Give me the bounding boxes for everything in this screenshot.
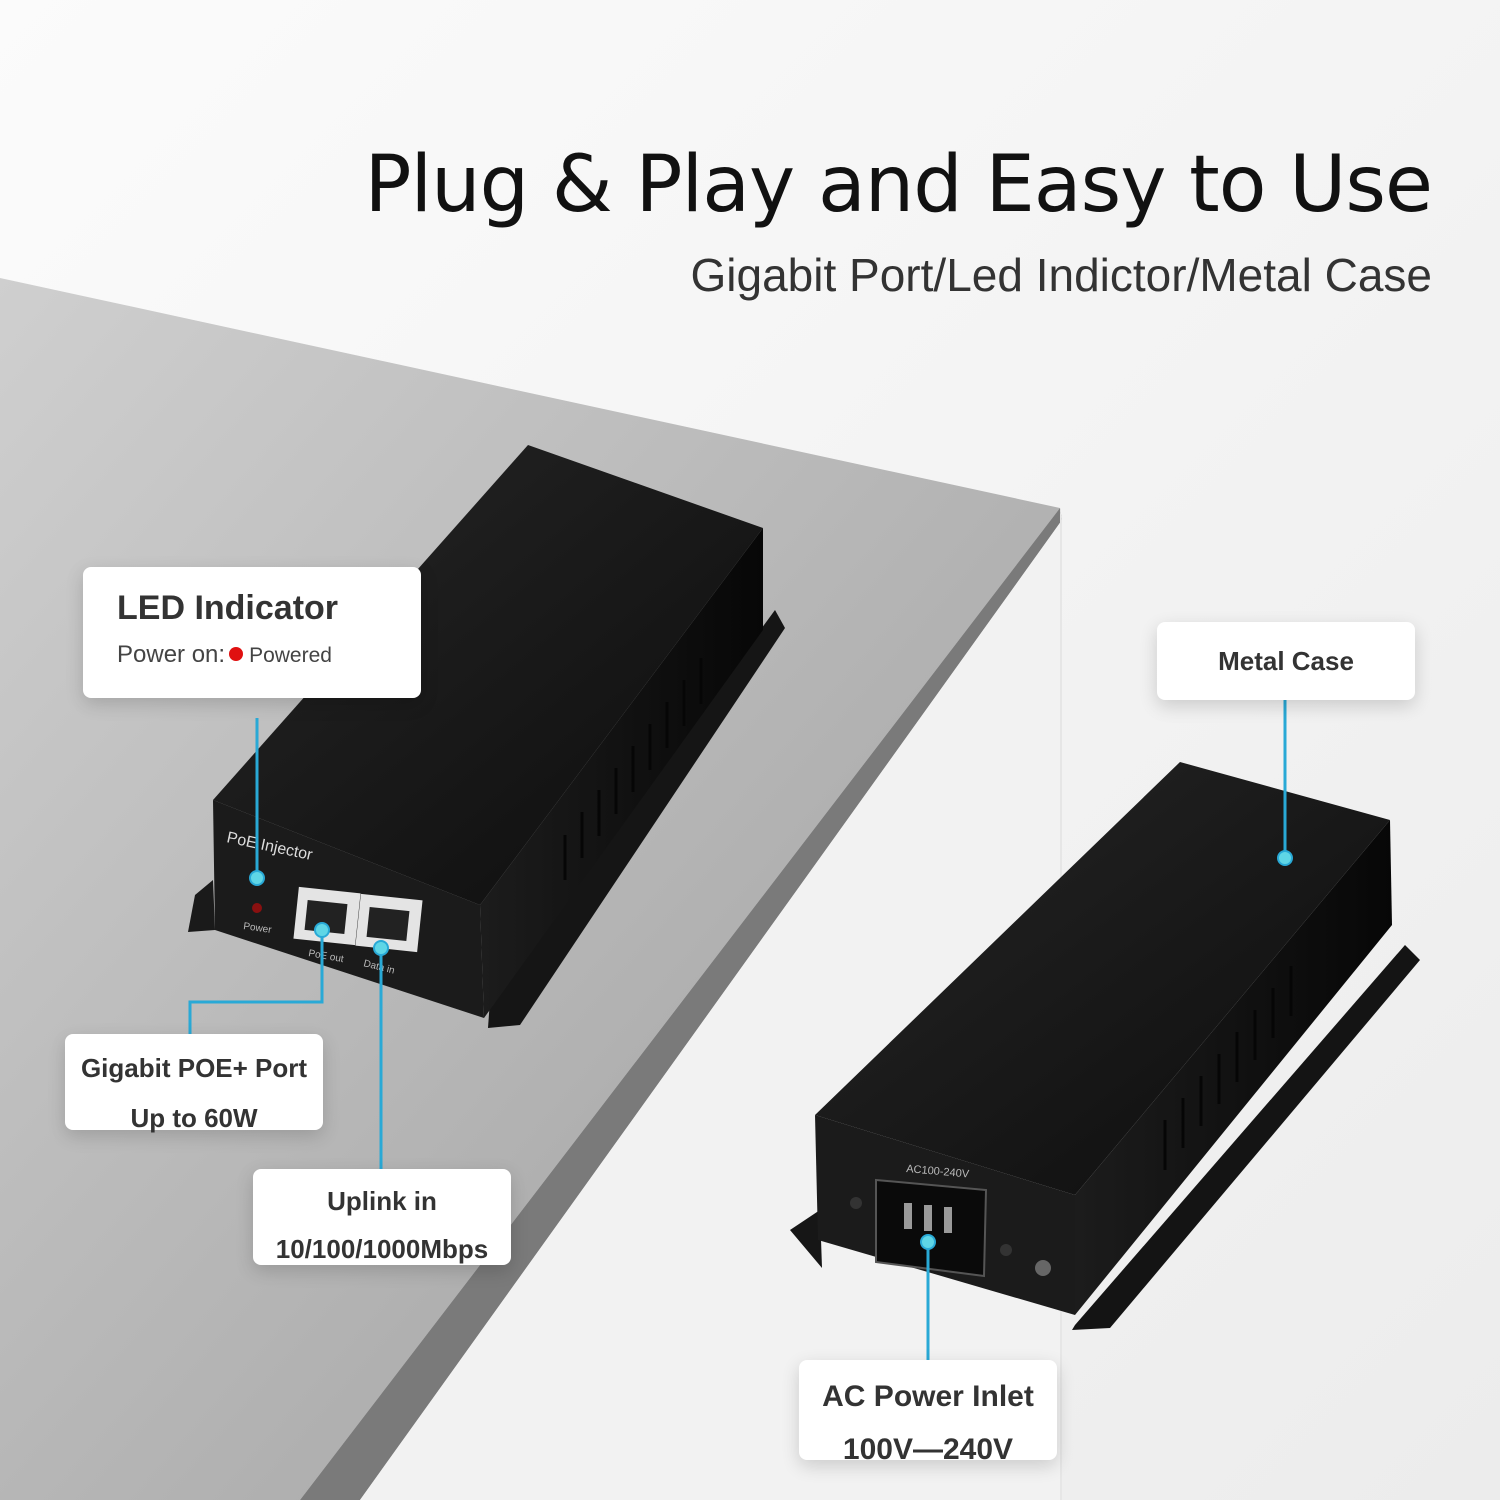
led-callout-row: Power on: Powered — [117, 641, 332, 669]
led-indicator-callout: LED Indicator Power on: Powered — [83, 567, 421, 698]
uplink-callout-line2: 10/100/1000Mbps — [275, 1234, 489, 1264]
poe-callout-line2: Up to 60W — [130, 1103, 258, 1133]
ac-power-callout: AC Power Inlet 100V—240V — [799, 1360, 1057, 1466]
uplink-callout: Uplink in 10/100/1000Mbps — [253, 1169, 511, 1265]
led-label: Power — [243, 921, 273, 936]
poe-callout-line1: Gigabit POE+ Port — [80, 1053, 308, 1083]
ac-callout-line2: 100V—240V — [842, 1433, 1014, 1466]
led-callout-title: LED Indicator — [117, 589, 339, 627]
led-callout-state: Powered — [249, 644, 332, 667]
uplink-callout-line1: Uplink in — [327, 1186, 437, 1216]
metal-case-callout: Metal Case — [1157, 622, 1415, 700]
page-subtitle: Gigabit Port/Led Indictor/Metal Case — [690, 249, 1432, 301]
device-back — [790, 762, 1420, 1330]
inlet-label: AC100-240V — [906, 1163, 970, 1181]
ac-callout-line1: AC Power Inlet — [822, 1380, 1034, 1413]
leader-dots — [249, 850, 1293, 1250]
red-dot-icon — [229, 647, 244, 661]
metal-callout-text: Metal Case — [1218, 646, 1354, 676]
page-title: Plug & Play and Easy to Use — [364, 140, 1433, 230]
poe-port-callout: Gigabit POE+ Port Up to 60W — [65, 1034, 323, 1133]
led-callout-prefix: Power on: — [117, 641, 226, 668]
device-front — [188, 445, 785, 1028]
leader-lines — [188, 700, 1287, 1360]
